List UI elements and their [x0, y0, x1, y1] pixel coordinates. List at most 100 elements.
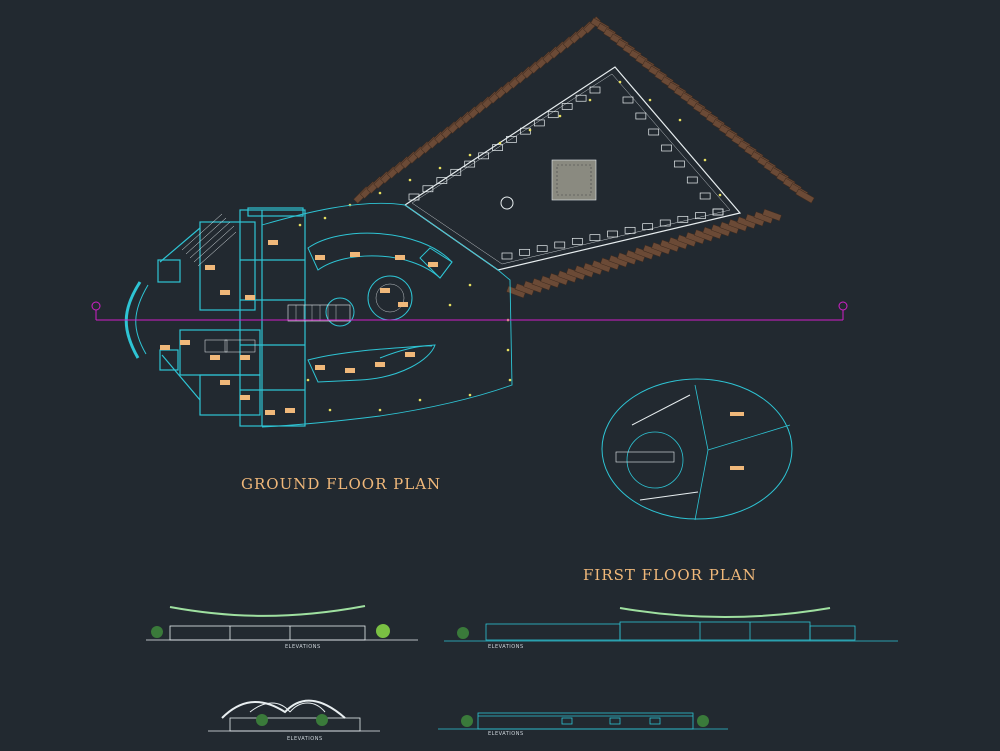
first-floor-plan-title: FIRST FLOOR PLAN — [583, 566, 757, 584]
furniture-block — [220, 290, 230, 295]
furniture-block — [375, 362, 385, 367]
furniture-block — [240, 355, 250, 360]
column-dot — [678, 118, 682, 122]
furniture-block — [180, 340, 190, 345]
stairs — [181, 213, 256, 353]
furniture-block — [268, 240, 278, 245]
circular-lounge — [325, 275, 413, 327]
elevation-label: ELEVATIONS — [287, 736, 323, 742]
elevation-2 — [444, 607, 898, 642]
column-dot — [298, 223, 302, 227]
column-dot — [498, 141, 502, 145]
seat — [492, 144, 503, 151]
seat — [554, 241, 566, 249]
seat — [478, 152, 489, 160]
seat — [450, 168, 462, 176]
seat — [589, 234, 601, 242]
seat — [622, 96, 634, 104]
column-dot — [306, 378, 310, 382]
furniture-block — [285, 408, 295, 413]
seat — [519, 248, 530, 256]
furniture-block — [345, 368, 355, 373]
seat — [506, 136, 517, 143]
furniture-block — [395, 255, 405, 260]
elevation-label: ELEVATIONS — [285, 644, 321, 650]
seat — [533, 119, 545, 127]
furniture-block — [380, 288, 390, 293]
column-dot — [468, 393, 472, 397]
column-dot — [468, 283, 472, 287]
seat — [674, 160, 685, 168]
furniture-block — [350, 252, 360, 257]
furniture-block — [315, 255, 325, 260]
elevation-1 — [146, 605, 418, 641]
column-dot — [648, 98, 652, 102]
elevation-3 — [208, 699, 380, 732]
elevation-label: ELEVATIONS — [488, 644, 524, 650]
column-dot — [323, 216, 327, 220]
roof-louvers — [353, 16, 815, 299]
column-dot — [408, 178, 412, 182]
round-column — [500, 196, 514, 210]
column-dot — [508, 378, 512, 382]
seat — [677, 215, 689, 223]
ground-floor-plan-title: GROUND FLOOR PLAN — [241, 475, 442, 493]
column-dot — [448, 303, 452, 307]
seat — [695, 212, 706, 220]
seat — [536, 245, 548, 253]
column-dot — [438, 166, 442, 170]
column-dot — [528, 128, 532, 132]
furniture-block — [220, 380, 230, 385]
seating — [408, 86, 724, 260]
column-dot — [588, 98, 592, 102]
column-dot — [418, 398, 422, 402]
courtyard — [551, 159, 597, 201]
furniture — [160, 240, 438, 415]
seat — [624, 226, 636, 234]
seat — [561, 103, 573, 110]
furniture-block — [315, 365, 325, 370]
furniture-block — [240, 395, 250, 400]
seat — [575, 94, 587, 102]
column-dot — [703, 158, 707, 162]
seat — [501, 252, 513, 260]
column-dot — [328, 408, 332, 412]
upper-curved-wing — [307, 232, 453, 279]
elevation-label: ELEVATIONS — [488, 731, 524, 737]
furniture-block — [210, 355, 220, 360]
louver — [795, 188, 815, 204]
seat — [648, 128, 660, 136]
building-core — [157, 207, 306, 427]
column-dot — [558, 114, 562, 118]
furniture-block — [398, 302, 408, 307]
furniture-block — [265, 410, 275, 415]
seat — [422, 185, 434, 193]
seat — [661, 144, 672, 152]
furniture-block — [405, 352, 415, 357]
seat — [408, 193, 420, 201]
ground-floor-perimeter — [261, 202, 513, 428]
seat — [520, 127, 531, 135]
louver — [762, 208, 782, 222]
elevation-4 — [438, 712, 728, 730]
furniture-block — [160, 345, 170, 350]
column-dot — [468, 153, 472, 157]
column-dot — [378, 408, 382, 412]
seat — [642, 223, 654, 231]
seat — [607, 230, 618, 238]
first-floor-plan — [601, 378, 793, 521]
column-dot — [618, 80, 622, 84]
seat — [659, 219, 671, 227]
seat — [699, 192, 711, 200]
column-dot — [718, 193, 722, 197]
seat — [436, 177, 448, 184]
seat — [712, 208, 724, 216]
seat — [464, 160, 476, 168]
center-stair — [287, 304, 351, 322]
section-line — [91, 301, 848, 321]
furniture-block — [205, 265, 215, 270]
seat — [686, 176, 698, 184]
seat — [571, 237, 583, 245]
column-dot — [506, 348, 510, 352]
